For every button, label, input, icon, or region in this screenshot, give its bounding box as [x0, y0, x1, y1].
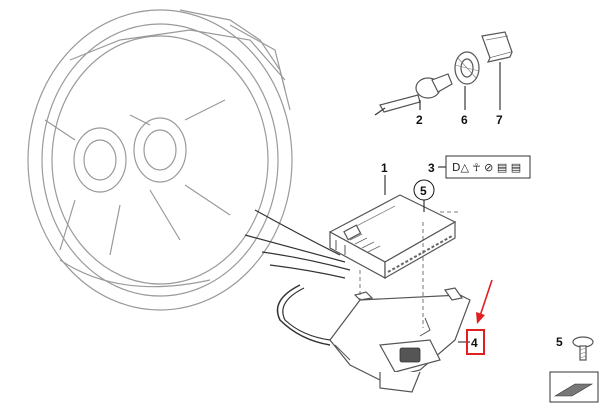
warning-label-symbols: D△ ☥ ⊘ ▤ ▤	[452, 161, 521, 174]
callout-3: 3	[428, 161, 435, 175]
headlight-housing-drawing	[27, 9, 293, 311]
red-pointer-arrow	[476, 279, 493, 324]
warning-label-frame	[445, 155, 531, 179]
callout-4: 4	[471, 336, 478, 350]
locking-ring-part-6	[454, 51, 480, 85]
callout-labels: 1 2 3 6 7 5 4	[381, 113, 503, 355]
assembly-dashed-lines	[359, 211, 460, 328]
callout-5-circle	[413, 179, 435, 201]
screw-detail-part-5: 5	[549, 335, 599, 403]
cap-part-7	[481, 31, 513, 63]
callout-6: 6	[461, 113, 468, 127]
callout-5: 5	[420, 184, 427, 198]
control-module-part-1	[328, 194, 457, 280]
wiring-harness-cables	[244, 209, 351, 346]
callout-1: 1	[381, 161, 388, 175]
leader-lines	[384, 62, 501, 343]
mounting-bracket-part-4	[329, 287, 471, 393]
warning-label-part-3: D△ ☥ ⊘ ▤ ▤	[445, 155, 531, 179]
bulb-part-2	[374, 73, 453, 116]
callout-5-screw: 5	[556, 335, 563, 349]
highlight-box-part-4	[466, 329, 485, 355]
callout-7: 7	[496, 113, 503, 127]
callout-2: 2	[416, 113, 423, 127]
surface-arrow-icon	[553, 383, 594, 397]
